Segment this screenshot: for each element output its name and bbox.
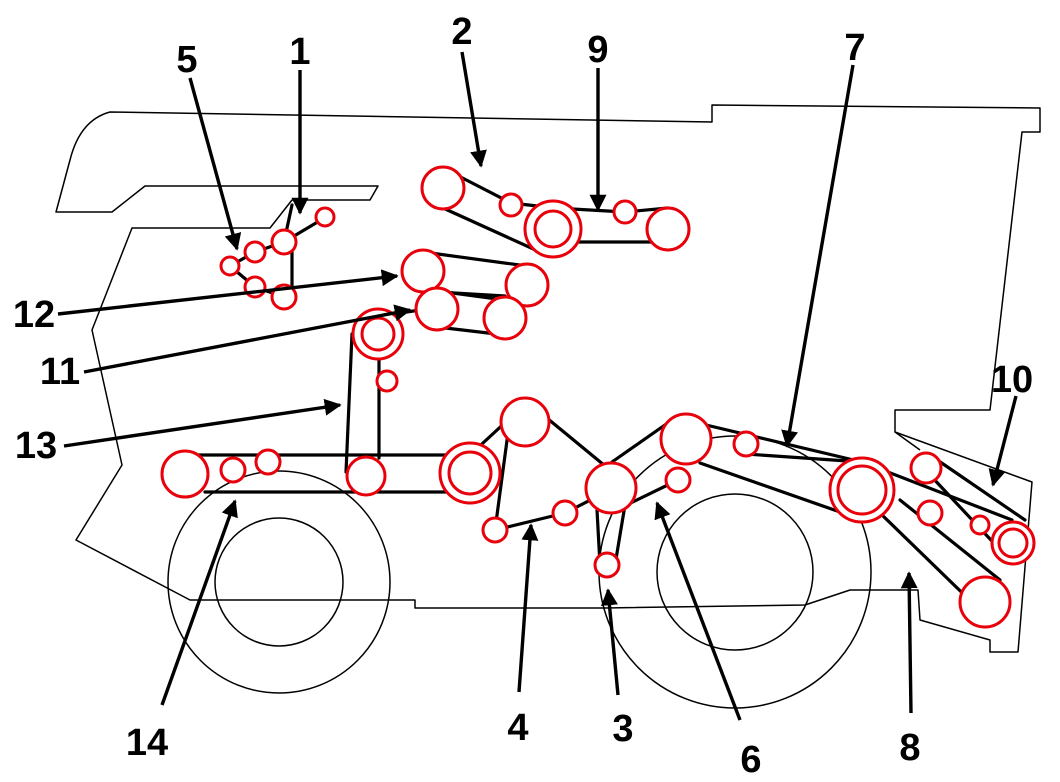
pulley [593,551,621,579]
pulley [909,451,943,485]
callout-arrow-13 [63,398,342,448]
callout-arrow-5 [188,77,242,251]
callout-arrow-2 [460,51,487,168]
pulley [270,228,298,256]
pulley [160,449,210,499]
callout-label-14: 14 [126,722,168,764]
pulley [481,516,509,544]
pulley [958,575,1012,629]
callout-arrow-10 [988,395,1018,487]
pulley [360,316,396,352]
callout-label-11: 11 [40,351,80,393]
pulley [504,262,550,308]
pulley [400,248,446,294]
pulley [533,209,573,249]
pulley [551,499,579,527]
callout-arrow-8 [900,571,918,714]
pulley [498,192,524,218]
pulley [916,499,944,527]
pulley [219,255,241,277]
pulley [414,286,460,332]
callout-label-9: 9 [587,29,608,71]
pulley [345,455,387,497]
callout-arrows [57,51,1018,721]
pulley [420,165,466,211]
callout-arrow-7 [781,64,855,448]
callout-label-13: 13 [15,425,57,467]
pulley [584,461,638,515]
pulley [969,514,991,536]
callout-label-7: 7 [844,27,865,69]
front-wheel [167,470,391,694]
pulley [243,240,267,264]
pulley [836,464,888,516]
pulley [659,412,713,466]
pulley [732,430,760,458]
callout-label-2: 2 [451,11,472,53]
pulley [997,527,1029,559]
callout-arrow-4 [517,523,539,693]
callout-label-3: 3 [612,708,633,750]
callout-arrow-6 [654,501,742,721]
machine-outline [55,104,1041,653]
pulley [499,396,551,448]
callout-arrow-12 [57,269,399,316]
callout-label-5: 5 [176,39,197,81]
callout-arrow-14 [160,499,238,706]
callout-label-10: 10 [991,359,1033,401]
callout-label-8: 8 [899,727,920,769]
callout-label-1: 1 [289,31,310,73]
callout-label-6: 6 [740,739,761,781]
callout-labels: 1 2 3 4 5 6 7 8 9 10 11 12 13 14 [13,11,1033,781]
callout-arrow-3 [600,588,620,696]
pulley [664,466,692,494]
callout-label-12: 12 [13,294,55,336]
pulley [254,448,282,476]
pulley [219,456,247,484]
callout-arrow-11 [83,304,412,374]
callout-label-4: 4 [507,707,528,749]
pulley [482,295,528,341]
pulley [314,206,336,228]
belt-lines [183,166,1027,617]
pulley [645,206,691,252]
pulleys [160,165,1036,629]
pulley [375,369,399,393]
pulley [612,199,638,225]
pulley [447,450,493,496]
